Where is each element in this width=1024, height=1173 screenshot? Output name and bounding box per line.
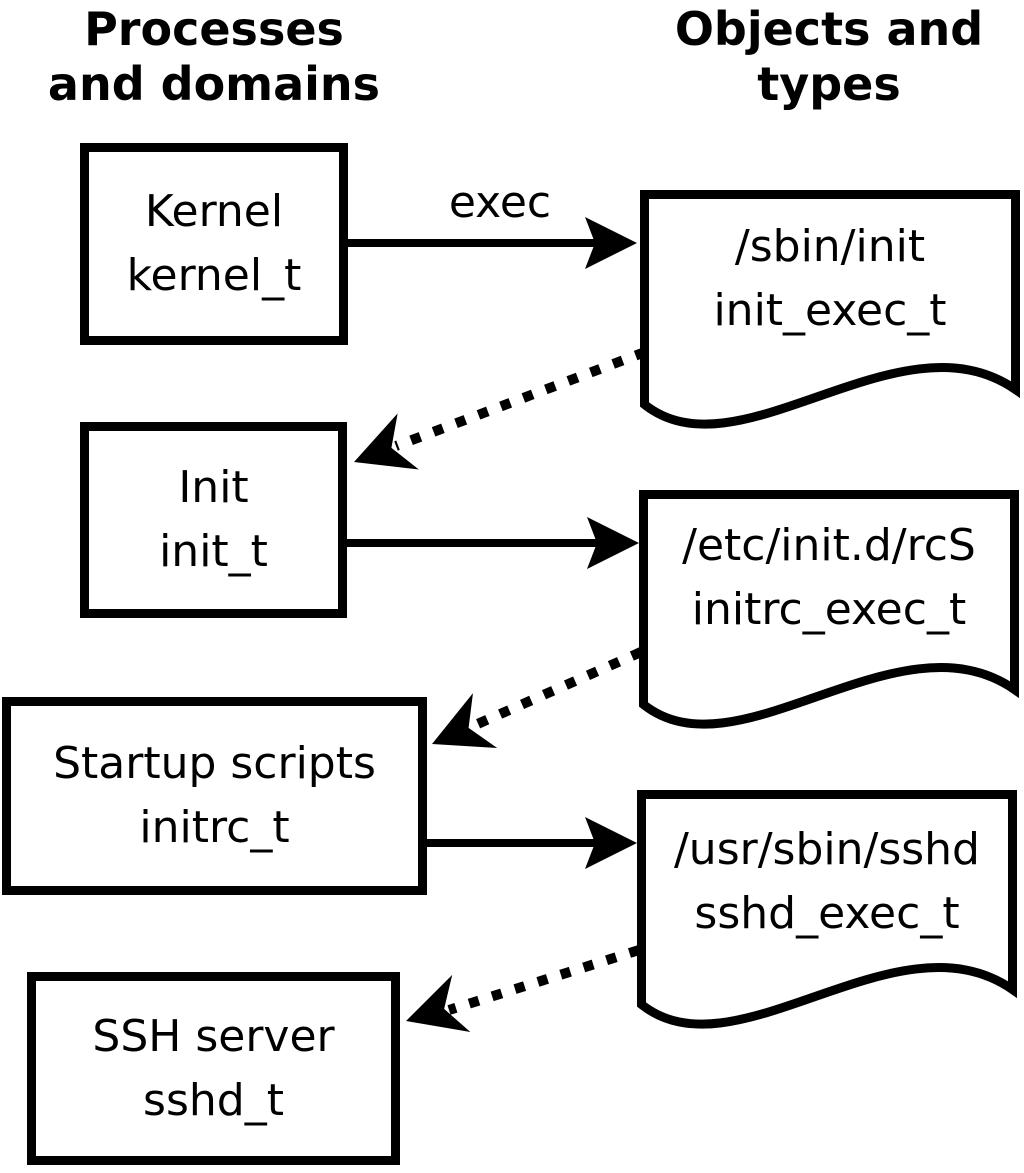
transition-arrow-sbin-init-to-init xyxy=(354,347,647,470)
etc-initd-rcs-type: initrc_exec_t xyxy=(691,584,967,635)
heading-objects-line2: types xyxy=(757,57,901,111)
sbin-init-document-label: /sbin/init init_exec_t xyxy=(640,215,1020,343)
exec-arrow-kernel-to-sbin-init xyxy=(346,217,637,269)
heading-processes-line1: Processes xyxy=(84,2,344,56)
startup-scripts-box xyxy=(2,697,427,895)
usr-sbin-sshd-document xyxy=(637,790,1017,1029)
usr-sbin-sshd-path: /usr/sbin/sshd xyxy=(673,824,980,875)
kernel-name: Kernel xyxy=(144,186,284,237)
heading-objects-line1: Objects and xyxy=(674,2,984,56)
heading-objects-and-types: Objects and types xyxy=(649,2,1009,112)
kernel-box xyxy=(80,143,348,345)
ssh-server-box-label: SSH server sshd_t xyxy=(27,972,400,1165)
kernel-type: kernel_t xyxy=(126,250,302,301)
heading-processes-line2: and domains xyxy=(47,57,381,111)
init-box-label: Init init_t xyxy=(80,422,347,618)
heading-processes-and-domains: Processes and domains xyxy=(34,2,394,112)
init-type: init_t xyxy=(159,526,268,577)
usr-sbin-sshd-type: sshd_exec_t xyxy=(694,888,960,939)
kernel-box-label: Kernel kernel_t xyxy=(80,143,348,345)
usr-sbin-sshd-document-label: /usr/sbin/sshd sshd_exec_t xyxy=(637,818,1017,946)
exec-edge-label: exec xyxy=(448,177,552,228)
etc-initd-rcs-document xyxy=(639,490,1019,729)
init-box xyxy=(80,422,347,618)
sbin-init-document xyxy=(640,190,1020,429)
ssh-server-name: SSH server xyxy=(92,1010,335,1062)
ssh-server-box xyxy=(27,972,400,1165)
transition-arrow-sshd-to-ssh-server xyxy=(406,945,641,1033)
etc-initd-rcs-document-label: /etc/init.d/rcS initrc_exec_t xyxy=(639,514,1019,642)
transition-arrow-rcs-to-startup xyxy=(432,647,644,749)
sbin-init-path: /sbin/init xyxy=(734,221,926,272)
ssh-server-type: sshd_t xyxy=(143,1074,284,1126)
exec-arrow-startup-to-sshd xyxy=(425,817,637,869)
startup-scripts-type: initrc_t xyxy=(139,802,290,853)
startup-scripts-name: Startup scripts xyxy=(53,738,376,789)
startup-scripts-box-label: Startup scripts initrc_t xyxy=(2,697,427,895)
etc-initd-rcs-path: /etc/init.d/rcS xyxy=(682,520,976,571)
sbin-init-type: init_exec_t xyxy=(713,285,947,336)
exec-arrow-init-to-rcs xyxy=(345,517,639,569)
init-name: Init xyxy=(178,462,249,513)
